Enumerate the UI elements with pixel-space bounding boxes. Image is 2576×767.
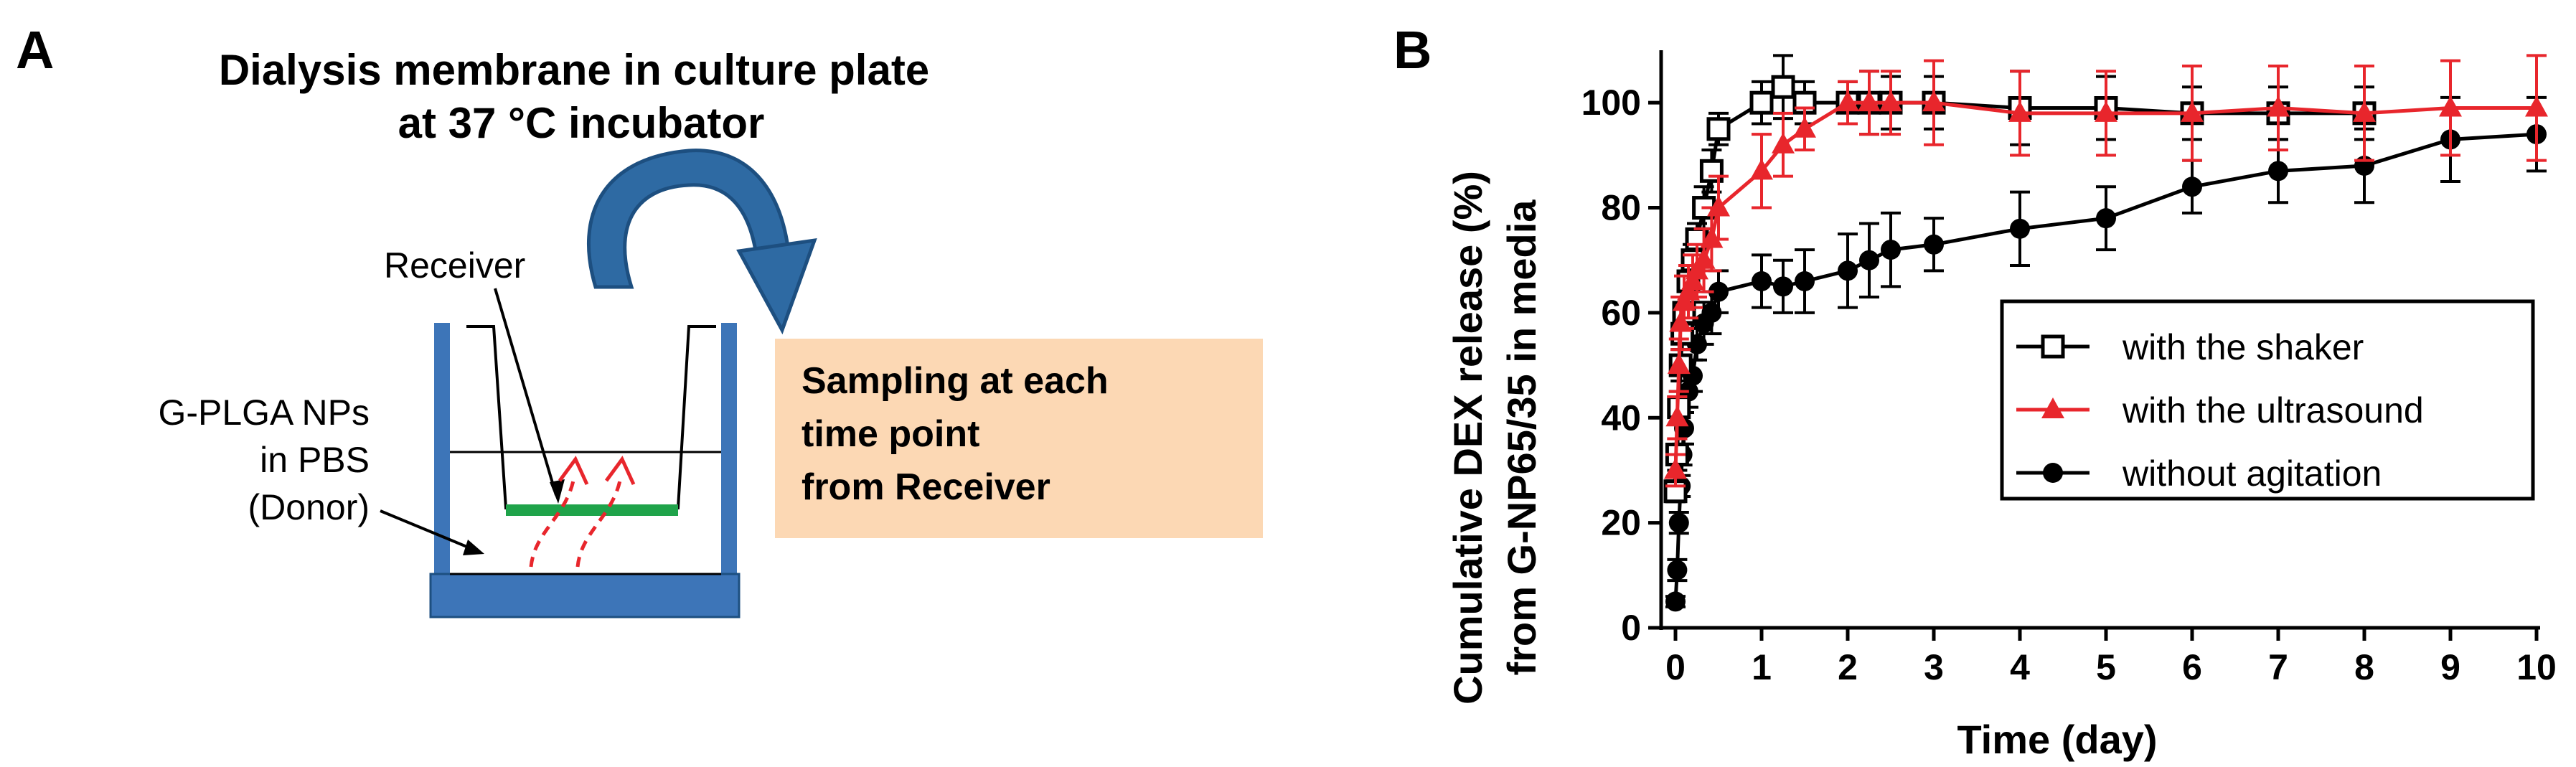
data-point: [1700, 227, 1724, 248]
data-point: [2096, 208, 2116, 229]
legend-marker: [2041, 334, 2065, 359]
x-tick-label: 10: [2516, 647, 2557, 687]
x-tick-label: 8: [2354, 647, 2374, 687]
x-tick-label: 6: [2182, 647, 2202, 687]
x-tick-label: 0: [1665, 647, 1686, 687]
data-point: [1922, 90, 1945, 112]
data-point: [2268, 161, 2288, 182]
legend-label: without agitation: [2122, 453, 2382, 494]
data-point: [2095, 100, 2117, 122]
panel-a-title-line1: Dialysis membrane in culture plate: [219, 46, 929, 94]
data-point: [1707, 195, 1730, 217]
data-point: [1692, 248, 1716, 269]
series-with-the-ultrasound: [1664, 54, 2548, 488]
data-point: [1686, 258, 1708, 280]
data-point: [1750, 159, 1773, 180]
data-point: [1793, 116, 1816, 138]
data-point: [2525, 95, 2548, 117]
legend-box: [2000, 299, 2535, 501]
data-point: [1749, 90, 1774, 115]
data-point: [2267, 95, 2290, 117]
sampling-box: [775, 339, 1263, 538]
data-point: [1673, 290, 1696, 311]
data-point: [1771, 75, 1795, 99]
data-point: [1706, 117, 1731, 141]
x-tick-label: 4: [2010, 647, 2030, 687]
data-point: [2181, 100, 2204, 122]
data-point: [1665, 591, 1686, 612]
x-tick-label: 2: [1838, 647, 1858, 687]
data-point: [1668, 512, 1689, 533]
chart-legend: with the shaker with the ultrasound withou…: [2000, 299, 2535, 501]
data-point: [1795, 271, 1815, 291]
donor-label-line3: (Donor): [248, 487, 370, 527]
flow-arrows-icon: [529, 476, 623, 568]
receiver-label: Receiver: [384, 245, 525, 286]
donor-pointer: [380, 509, 478, 552]
data-point: [1752, 271, 1772, 291]
data-point: [1667, 560, 1688, 580]
y-tick-label: 40: [1601, 397, 1641, 438]
data-point: [1663, 479, 1688, 504]
data-point: [2010, 218, 2030, 239]
culture-plate: [429, 323, 741, 618]
data-point: [2353, 100, 2376, 122]
data-point: [2182, 177, 2202, 197]
data-point: [1773, 276, 1793, 297]
sampling-text-line1: Sampling at each: [802, 360, 1109, 402]
x-tick-label: 5: [2096, 647, 2116, 687]
data-point: [1881, 240, 1901, 260]
x-tick-label: 1: [1752, 647, 1772, 687]
legend-marker: [2043, 463, 2063, 483]
legend-label: with the ultrasound: [2122, 390, 2424, 430]
sampling-text-line2: time point: [802, 413, 979, 455]
sampling-text-line3: from Receiver: [802, 466, 1050, 508]
y-tick-label: 60: [1601, 293, 1641, 333]
y-tick-label: 0: [1621, 608, 1641, 648]
data-point: [1681, 269, 1704, 290]
x-tick-label: 3: [1924, 647, 1944, 687]
data-point: [1701, 302, 1722, 323]
data-point: [2439, 95, 2462, 117]
data-point: [1924, 234, 1944, 255]
data-point: [1879, 90, 1902, 112]
data-point: [1669, 311, 1693, 332]
dialysis-membrane: [506, 504, 678, 516]
donor-label-line1: G-PLGA NPs: [158, 392, 370, 433]
donor-label-line2: in PBS: [260, 440, 370, 480]
data-point: [2008, 100, 2031, 122]
data-point: [1858, 90, 1881, 112]
x-tick-label: 9: [2440, 647, 2460, 687]
panel-b-letter: B: [1393, 20, 1432, 80]
data-point: [1677, 279, 1700, 301]
data-point: [1859, 250, 1879, 270]
receiver-pointer: [494, 288, 558, 496]
data-point: [1838, 260, 1858, 281]
data-point: [1836, 90, 1859, 112]
x-tick-label: 7: [2268, 647, 2288, 687]
data-point: [1664, 458, 1687, 479]
legend-marker: [2041, 397, 2064, 418]
y-tick-label: 100: [1581, 83, 1641, 123]
receiver-insert: [450, 325, 721, 516]
y-axis-label-line1: Cumulative DEX release (%): [1445, 171, 1490, 705]
curved-arrow-icon: [586, 149, 817, 335]
data-point: [1772, 132, 1795, 154]
legend-label: with the shaker: [2122, 327, 2364, 367]
data-point: [1667, 353, 1691, 375]
data-point: [1665, 405, 1689, 427]
panel-a-title-line2: at 37 °C incubator: [398, 99, 765, 147]
panel-a-letter: A: [16, 20, 54, 80]
y-axis-label-line2: from G-NP65/35 in media: [1499, 199, 1544, 676]
y-tick-label: 20: [1601, 503, 1641, 543]
x-axis-label: Time (day): [1957, 717, 2157, 762]
y-tick-label: 80: [1601, 188, 1641, 228]
data-point: [1708, 281, 1729, 302]
